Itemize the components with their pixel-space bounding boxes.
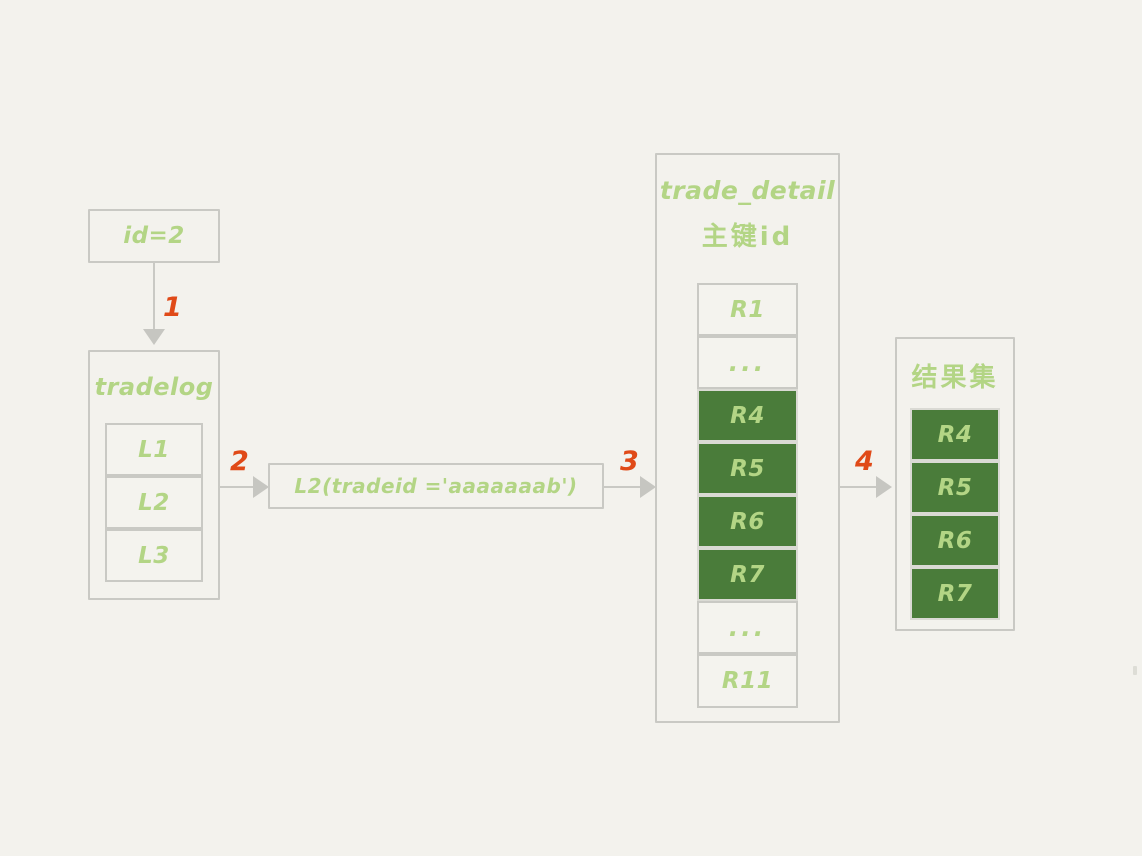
trade-detail-row-r11: R11 <box>697 654 798 708</box>
trade-detail-row-label: R6 <box>730 508 765 535</box>
trade-detail-row-ellipsis-bottom: ... <box>697 601 798 654</box>
connector-4-line <box>840 486 876 488</box>
stray-mark <box>1133 666 1137 675</box>
id-box: id=2 <box>88 209 220 263</box>
condition-box: L2(tradeid ='aaaaaaab') <box>268 463 604 509</box>
tradelog-row-label: L1 <box>138 436 170 463</box>
connector-3-line <box>604 486 640 488</box>
trade-detail-title-line1: trade_detail <box>659 175 836 205</box>
trade-detail-row-label: R7 <box>730 561 765 588</box>
tradelog-row-label: L3 <box>138 542 170 569</box>
step-number-3: 3 <box>620 446 639 477</box>
result-set-title: 结果集 <box>911 362 999 393</box>
result-set-row-r7: R7 <box>910 567 1000 620</box>
trade-detail-row-ellipsis-top: ... <box>697 336 798 389</box>
connector-2-line <box>220 486 253 488</box>
result-set-row-r6: R6 <box>910 514 1000 567</box>
trade-detail-row-label: R11 <box>721 668 774 694</box>
step-number-2: 2 <box>230 446 249 477</box>
trade-detail-row-r5: R5 <box>697 442 798 495</box>
trade-detail-row-r4: R4 <box>697 389 798 442</box>
result-set-row-label: R6 <box>937 527 973 554</box>
trade-detail-row-r7: R7 <box>697 548 798 601</box>
trade-detail-row-r1: R1 <box>697 283 798 336</box>
result-set-row-label: R4 <box>937 421 973 448</box>
connector-4-arrowhead <box>876 476 892 498</box>
step-number-1: 1 <box>163 292 182 323</box>
result-set-row-r5: R5 <box>910 461 1000 514</box>
trade-detail-row-label: R4 <box>730 402 765 429</box>
tradelog-title: tradelog <box>94 373 214 401</box>
trade-detail-row-label: ... <box>728 613 767 642</box>
id-box-label: id=2 <box>123 223 185 249</box>
condition-box-label: L2(tradeid ='aaaaaaab') <box>294 474 578 498</box>
trade-detail-title-line2: 主键id <box>701 221 794 252</box>
connector-3-arrowhead <box>640 476 656 498</box>
trade-detail-row-label: R5 <box>730 455 765 482</box>
trade-detail-row-label: R1 <box>730 296 765 323</box>
step-number-4: 4 <box>855 446 874 477</box>
result-set-row-r4: R4 <box>910 408 1000 461</box>
connector-1-arrowhead <box>143 329 165 345</box>
tradelog-row-l3: L3 <box>105 529 203 582</box>
connector-2-arrowhead <box>253 476 269 498</box>
result-set-row-label: R5 <box>937 474 973 501</box>
tradelog-row-l2: L2 <box>105 476 203 529</box>
tradelog-row-label: L2 <box>138 489 170 516</box>
result-set-row-label: R7 <box>937 580 973 607</box>
trade-detail-row-r6: R6 <box>697 495 798 548</box>
connector-1-line <box>153 263 155 329</box>
trade-detail-row-label: ... <box>728 348 767 377</box>
tradelog-row-l1: L1 <box>105 423 203 476</box>
